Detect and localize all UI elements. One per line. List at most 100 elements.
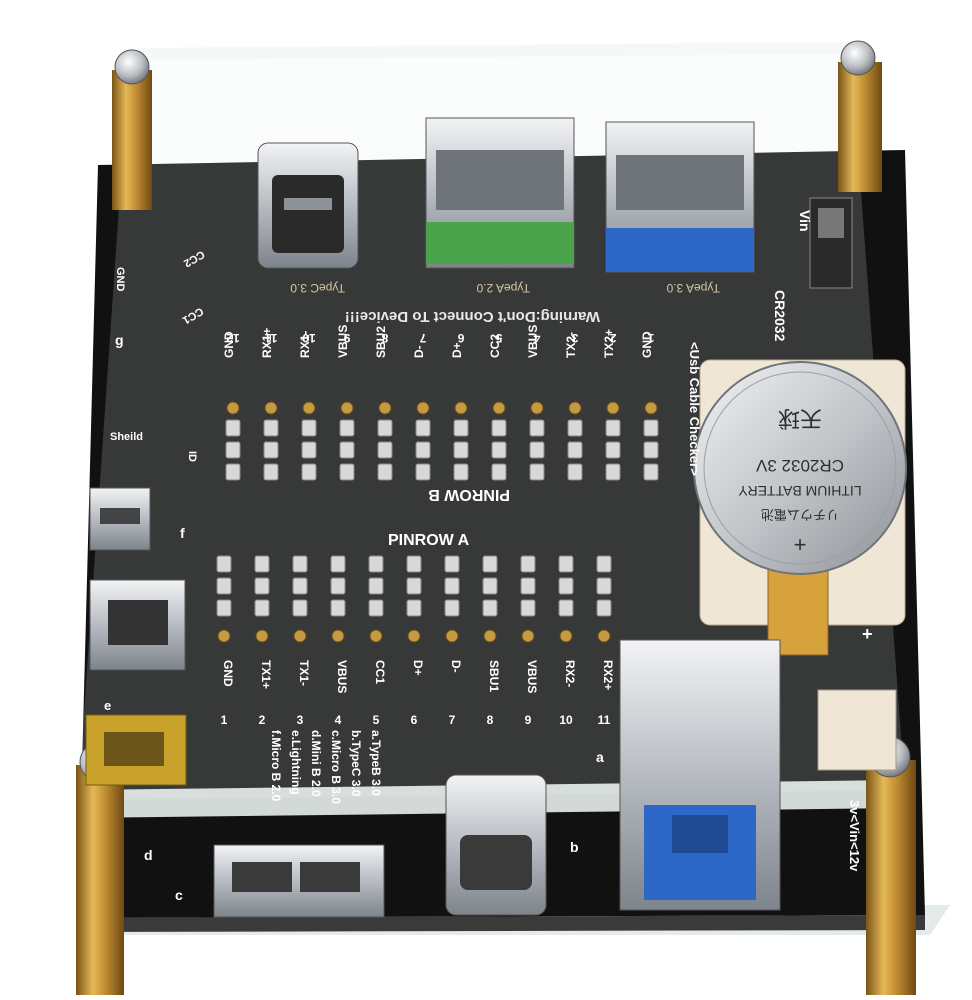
typea-3-0-port <box>605 121 755 273</box>
pinrow-b-led <box>567 441 583 459</box>
pinrow-a-pin-name: TX1+ <box>259 660 273 689</box>
pinrow-b-led <box>263 463 279 481</box>
pinrow-a-led <box>330 555 346 573</box>
battery-brand: 天球 <box>778 405 822 430</box>
vin-slide-switch <box>809 197 853 289</box>
pinrow-b-pin-hole <box>416 401 430 415</box>
typea-2-0-label: TypeA 2.0 <box>476 281 530 295</box>
pinrow-b-pin-name: TX2+ <box>602 329 616 358</box>
pinrow-a-pin-number: 5 <box>373 713 380 727</box>
battery-polarity: + <box>794 532 807 557</box>
pinrow-a-led <box>330 577 346 595</box>
pinrow-b-pin-hole <box>302 401 316 415</box>
pinrow-b-led <box>529 441 545 459</box>
pinrow-a-pin-hole <box>369 629 383 643</box>
pinrow-a-pin-hole <box>445 629 459 643</box>
pinrow-b-pin-hole <box>530 401 544 415</box>
pinrow-a-pin-number: 6 <box>411 713 418 727</box>
legend-item-d: d.Mini B 2.0 <box>309 730 323 797</box>
pinrow-b-led <box>643 463 659 481</box>
warning-text: Warning:Don't Connect To Device!!! <box>345 308 600 325</box>
pinrow-a-pin-number: 4 <box>335 713 342 727</box>
pinrow-a-led <box>406 555 422 573</box>
pinrow-a-pin-number: 3 <box>297 713 304 727</box>
pinrow-b-led <box>491 419 507 437</box>
letter-d-marker: d <box>144 847 153 863</box>
pinrow-b-pin-number: 6 <box>457 331 464 345</box>
pinrow-a-led <box>482 555 498 573</box>
pinrow-b-led <box>339 463 355 481</box>
power-connector <box>817 689 897 771</box>
pinrow-b-pin-hole <box>340 401 354 415</box>
legend-item-a: a.TypeB 3.0 <box>369 730 383 796</box>
letter-g-marker: g <box>115 332 124 348</box>
pinrow-a-led <box>216 599 232 617</box>
pinrow-b-led <box>377 463 393 481</box>
pinrow-a-pin-hole <box>331 629 345 643</box>
mini-b-2-0-port <box>85 714 187 786</box>
pinrow-b-pin-name: D+ <box>450 342 464 358</box>
pinrow-a-led <box>558 599 574 617</box>
pinrow-b-led <box>605 419 621 437</box>
pinrow-b-led <box>605 463 621 481</box>
micro-b-2-0-port <box>89 487 151 551</box>
pinrow-a-led <box>292 577 308 595</box>
pinrow-a-led <box>482 599 498 617</box>
pinrow-b-led <box>225 463 241 481</box>
pinrow-a-led <box>292 555 308 573</box>
pinrow-a-pin-hole <box>255 629 269 643</box>
typec-3-0-port-top <box>257 142 359 269</box>
pinrow-a-pin-hole <box>407 629 421 643</box>
legend-item-e: e.Lightning <box>289 730 303 795</box>
pinrow-a-led <box>254 599 270 617</box>
pinrow-a-pin-hole <box>217 629 231 643</box>
pinrow-b-pin-name: GND <box>222 331 236 358</box>
pinrow-a-pin-2: 2 TX1+ <box>254 555 273 727</box>
letter-a-marker: a <box>596 749 604 765</box>
pinrow-a-led <box>444 577 460 595</box>
pinrow-a-led <box>444 599 460 617</box>
pinrow-a-led <box>558 555 574 573</box>
pinrow-a-pin-number: 2 <box>259 713 266 727</box>
pinrow-a-led <box>520 577 536 595</box>
usb-cable-checker-label: <Usb Cable Checker> <box>687 342 702 476</box>
pinrow-a-pin-hole <box>559 629 573 643</box>
battery-model: CR2032 3V <box>755 456 844 475</box>
pinrow-a: 1GND2TX1+3TX1-4VBUS5CC16D+7D-8SBU19VBUS1… <box>216 555 615 727</box>
pinrow-b-pin-hole <box>492 401 506 415</box>
pinrow-a-led <box>292 599 308 617</box>
pinrow-a-pin-name: D+ <box>411 660 425 676</box>
acrylic-top-edge <box>130 42 850 60</box>
pinrow-b-led <box>453 463 469 481</box>
pcb-edge <box>78 915 925 932</box>
lightning-port <box>89 579 186 671</box>
pinrow-a-pin-hole <box>483 629 497 643</box>
pinrow-b-led <box>415 463 431 481</box>
pinrow-b-pin-number: 1 <box>647 331 654 345</box>
pinrow-b-pin-name: GND <box>640 331 654 358</box>
pinrow-b-label: PINROW B <box>428 486 510 503</box>
shield-label: Sheild <box>110 431 143 443</box>
id-label: ID <box>186 451 198 462</box>
pinrow-b-led <box>491 463 507 481</box>
pinrow-b-pin-hole <box>454 401 468 415</box>
pinrow-b-pin-hole <box>644 401 658 415</box>
pinrow-a-pin-number: 11 <box>598 713 611 727</box>
battery-japanese: リチウム電池 <box>761 506 839 521</box>
pinrow-a-led <box>406 599 422 617</box>
pinrow-a-led <box>330 599 346 617</box>
micro-b-3-0-port <box>213 844 385 918</box>
pinrow-b-pin-name: VBUS <box>336 325 350 358</box>
pinrow-a-pin-name: D- <box>449 660 463 673</box>
pinrow-b-led <box>605 441 621 459</box>
pinrow-a-pin-name: GND <box>221 660 235 687</box>
